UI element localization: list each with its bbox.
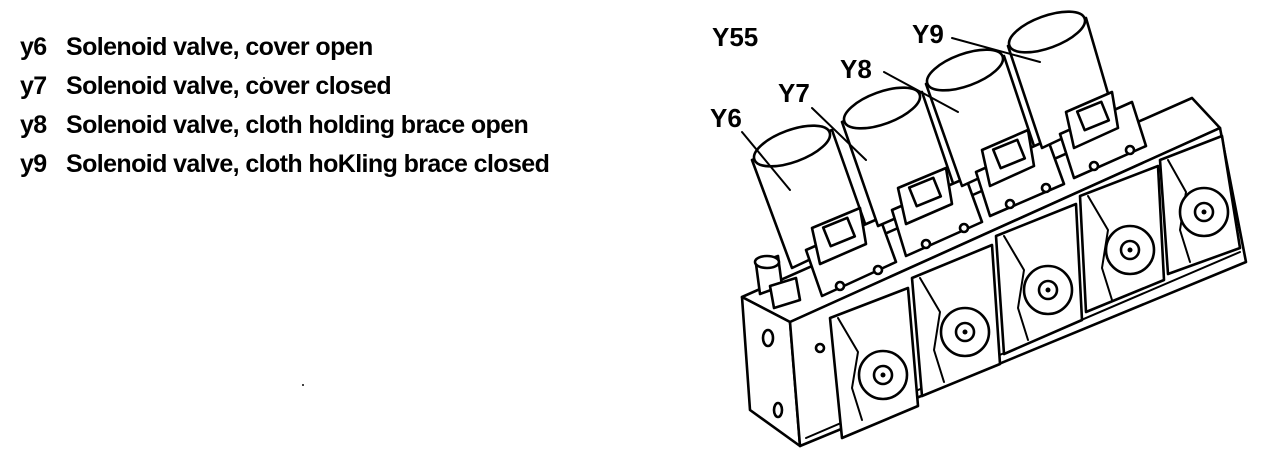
valve-block-drawing: Y55 Y9 Y8 Y7 Y6 [710, 10, 1248, 448]
callout-leaders [741, 37, 1041, 191]
valve-plate [994, 202, 1084, 356]
solenoid-valve-y6 [750, 124, 898, 298]
legend-item-y8: y8 Solenoid valve, cloth holding brace op… [20, 110, 549, 149]
scan-speck [263, 77, 265, 79]
valve-plate [828, 286, 920, 440]
scan-speck [302, 384, 304, 386]
legend-code: y8 [20, 111, 47, 139]
valve-plate [910, 243, 1002, 398]
solenoid-valve-y8 [924, 48, 1066, 218]
legend-item-y6: y6 Solenoid valve, cover open [20, 32, 549, 71]
legend-code: y9 [20, 150, 47, 178]
legend-code: y7 [20, 72, 47, 100]
pressure-fitting [753, 254, 802, 310]
legend-description: Solenoid valve, cover closed [66, 72, 392, 100]
callout-label-y55: Y55 [712, 22, 758, 52]
legend-item-y9: y9 Solenoid valve, cloth hoKling brace cl… [20, 149, 550, 188]
valve-plate [1078, 164, 1166, 314]
legend-description: Solenoid valve, cloth hoKling brace clos… [66, 150, 550, 178]
solenoid-valve-y7 [840, 86, 984, 258]
legend-item-y7: y7 Solenoid valve, cover closed [20, 71, 549, 110]
callout-label-y6: Y6 [710, 103, 742, 133]
callout-label-y8: Y8 [840, 54, 872, 84]
valve-plate [1158, 134, 1242, 276]
solenoid-valve-y9 [1006, 10, 1148, 180]
legend-description: Solenoid valve, cover open [66, 33, 373, 61]
legend-description: Solenoid valve, cloth holding brace open [66, 111, 529, 139]
callout-label-y9: Y9 [912, 19, 944, 49]
legend-code: y6 [20, 33, 47, 61]
callout-label-y7: Y7 [778, 78, 810, 108]
